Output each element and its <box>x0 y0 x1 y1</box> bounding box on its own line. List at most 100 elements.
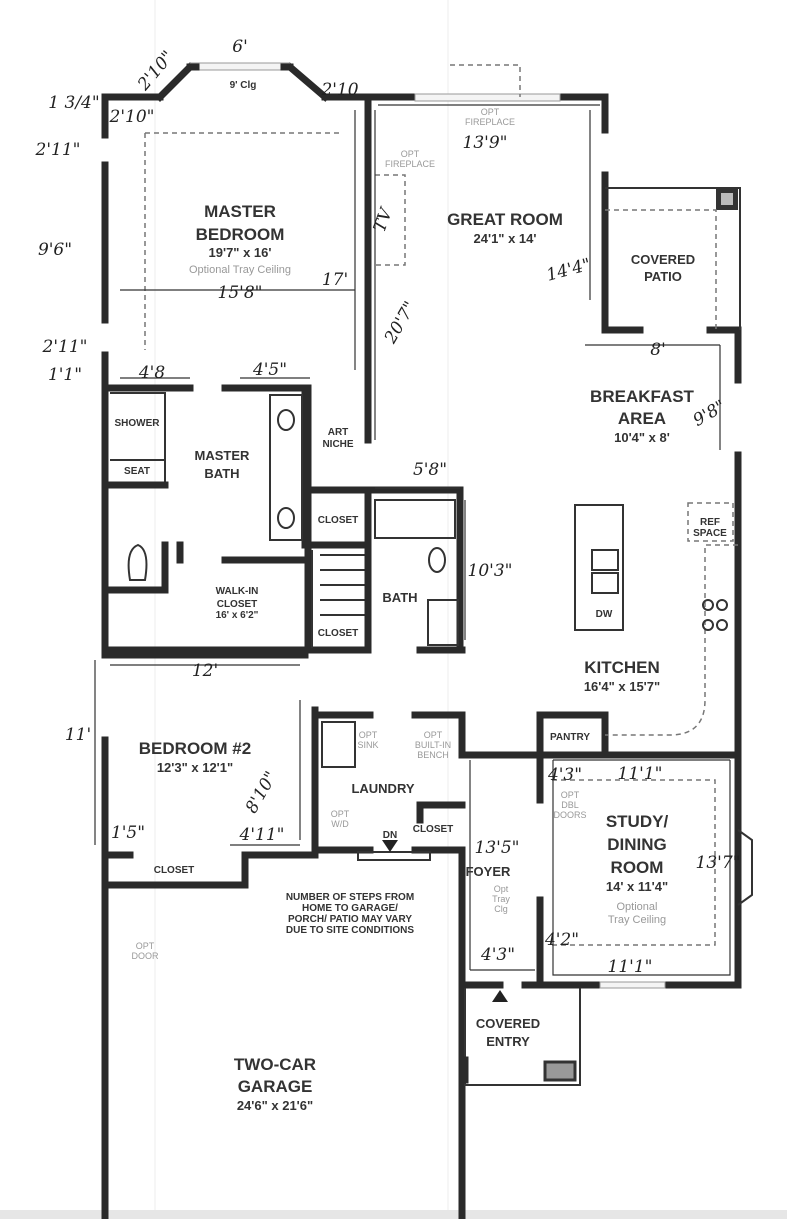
dim-note: 13'9" <box>463 133 508 153</box>
foyer-label: FOYER <box>466 864 511 879</box>
opt-doors-3: DOORS <box>553 810 586 820</box>
study-label: STUDY/ <box>606 812 669 831</box>
dim-note: 11'1" <box>618 764 663 784</box>
study-size: 14' x 11'4" <box>606 879 668 894</box>
walk-in-closet-label: WALK-IN <box>216 586 259 597</box>
great-room-label: GREAT ROOM <box>447 210 563 229</box>
opt-doors: OPT <box>561 790 580 800</box>
dim-note: 20'7" <box>380 298 420 348</box>
walk-in-closet-size: 16' x 6'2" <box>216 610 259 621</box>
art-niche-label: ART <box>328 427 349 438</box>
dim-note: 2'11" <box>35 140 81 160</box>
handwritten-lines <box>94 104 731 976</box>
down-label: DN <box>383 830 397 841</box>
closet-label: CLOSET <box>318 628 359 639</box>
dim-note: 4'5" <box>252 360 287 380</box>
opt-fireplace-top-2: FIREPLACE <box>465 117 515 127</box>
dim-note: 2'10" <box>109 107 155 127</box>
ref-space-label: REF <box>700 517 720 528</box>
dim-note: 14'4" <box>544 255 593 286</box>
foyer-note-2: Tray <box>492 894 510 904</box>
closet-label: CLOSET <box>318 515 359 526</box>
laundry-closet-label: CLOSET <box>413 824 454 835</box>
garage-label: TWO-CAR <box>234 1055 316 1074</box>
site-notice-line: HOME TO GARAGE/ <box>302 903 398 914</box>
bedroom-2-label: BEDROOM #2 <box>139 739 251 758</box>
opt-wd-2: W/D <box>331 819 349 829</box>
master-bedroom-label: MASTER <box>204 202 276 221</box>
foyer-note-3: Clg <box>494 904 508 914</box>
covered-entry-label: COVERED <box>476 1016 540 1031</box>
dim-note: 1'5" <box>111 823 145 843</box>
dim-note: 6' <box>232 37 248 57</box>
dim-note: 8' <box>650 340 666 360</box>
opt-wd: OPT <box>331 809 350 819</box>
dim-note: 4'3" <box>547 765 582 785</box>
dim-note: 13'7" <box>696 853 741 873</box>
master-bedroom-label-2: BEDROOM <box>196 225 285 244</box>
master-bedroom-size: 19'7" x 16' <box>209 245 272 260</box>
dim-note: 9'8" <box>690 396 730 430</box>
study-label-2: DINING <box>607 835 667 854</box>
shower-label: SHOWER <box>115 418 161 429</box>
opt-bench-3: BENCH <box>417 750 449 760</box>
covered-patio-label: COVERED <box>631 252 695 267</box>
art-niche-label-2: NICHE <box>322 439 353 450</box>
bedroom-2-closet-label: CLOSET <box>154 865 195 876</box>
dim-note: 5'8" <box>413 460 447 480</box>
dim-note: 8'10" <box>242 768 282 817</box>
dim-note: 1 3/4" <box>48 93 99 113</box>
opt-fireplace-side-2: FIREPLACE <box>385 159 435 169</box>
opt-garage-door: OPT <box>136 941 155 951</box>
laundry-label: LAUNDRY <box>351 781 414 796</box>
dim-note: 13'5" <box>475 838 520 858</box>
bath-label: BATH <box>382 590 417 605</box>
pantry-label: PANTRY <box>550 732 590 743</box>
opt-bench-2: BUILT-IN <box>415 740 451 750</box>
garage-size: 24'6" x 21'6" <box>237 1098 313 1113</box>
covered-entry-label-2: ENTRY <box>486 1034 530 1049</box>
dim-note: 4'3" <box>480 945 515 965</box>
master-bath-label-2: BATH <box>204 466 239 481</box>
kitchen-size: 16'4" x 15'7" <box>584 679 660 694</box>
bottom-band <box>0 1210 787 1219</box>
dim-note: 12' <box>192 661 218 681</box>
garage-label-2: GARAGE <box>238 1077 313 1096</box>
study-note: Optional <box>617 901 658 913</box>
dim-note: 1'1" <box>48 365 82 385</box>
seat-label: SEAT <box>124 466 150 477</box>
site-notice-line: DUE TO SITE CONDITIONS <box>286 925 414 936</box>
master-bedroom-note: Optional Tray Ceiling <box>189 264 291 276</box>
great-room-size: 24'1" x 14' <box>474 231 537 246</box>
dim-note: 4'11" <box>239 825 285 845</box>
foyer-note: Opt <box>494 884 509 894</box>
breakfast-area-label: BREAKFAST <box>590 387 695 406</box>
room-labels: MASTER BEDROOM 19'7" x 16' Optional Tray… <box>115 80 728 1113</box>
tv-note: TV <box>370 204 397 235</box>
opt-garage-door-2: DOOR <box>132 951 160 961</box>
dim-note: 17' <box>322 270 348 290</box>
dim-note: 15'8" <box>218 283 263 303</box>
site-notice-line: NUMBER OF STEPS FROM <box>286 892 414 903</box>
opt-fireplace-side: OPT <box>401 149 420 159</box>
walk-in-closet-label-2: CLOSET <box>217 599 258 610</box>
covered-patio-label-2: PATIO <box>644 269 682 284</box>
site-notice-line: PORCH/ PATIO MAY VARY <box>288 914 412 925</box>
dim-note: 11' <box>65 725 91 745</box>
kitchen-label: KITCHEN <box>584 658 660 677</box>
dim-note: 9'6" <box>38 240 72 260</box>
dim-note: 4'8 <box>138 363 165 383</box>
opt-bench: OPT <box>424 730 443 740</box>
study-note-2: Tray Ceiling <box>608 914 666 926</box>
master-bath-label: MASTER <box>195 448 251 463</box>
study-label-3: ROOM <box>611 858 664 877</box>
dim-note: 11'1" <box>608 957 653 977</box>
ceiling-height: 9' Clg <box>230 80 257 91</box>
dim-note: 2'11" <box>42 337 88 357</box>
ref-space-label-2: SPACE <box>693 528 727 539</box>
opt-sink: OPT <box>359 730 378 740</box>
dishwasher-label: DW <box>596 609 613 620</box>
dim-note: 4'2" <box>544 930 579 950</box>
dim-note: 2'10 <box>320 80 358 100</box>
